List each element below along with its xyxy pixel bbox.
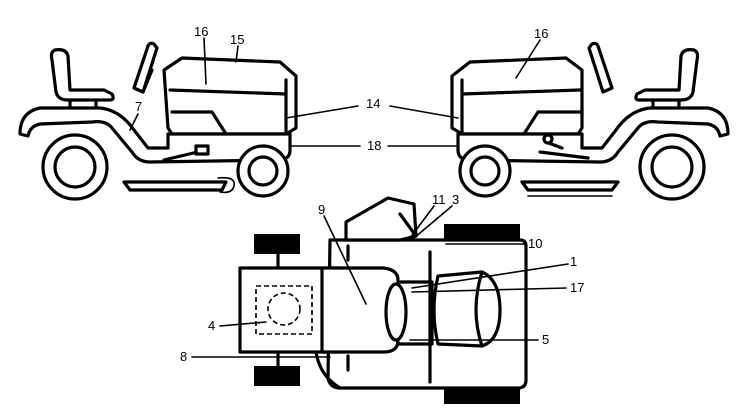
hood — [450, 56, 584, 136]
steering-wheel — [587, 41, 614, 94]
rear-tire-top — [254, 234, 300, 254]
mower-deck — [122, 180, 228, 192]
mower-right-side-view — [450, 41, 730, 201]
callout-1: 1 — [570, 254, 577, 269]
leader-lines — [129, 37, 569, 358]
callout-9: 9 — [318, 202, 325, 217]
callout-14: 14 — [366, 96, 380, 111]
callout-17: 17 — [570, 280, 584, 295]
seat — [49, 48, 115, 102]
callout-16-right: 16 — [534, 26, 548, 41]
callout-11: 11 — [432, 192, 446, 207]
mower-top-view — [238, 196, 528, 404]
callout-8: 8 — [180, 349, 187, 364]
callout-10: 10 — [528, 236, 542, 251]
seat — [634, 48, 700, 102]
callout-18: 18 — [367, 138, 381, 153]
callout-numbers: 16 15 7 14 18 16 9 11 3 10 1 17 5 4 8 — [135, 24, 584, 364]
callout-7: 7 — [135, 99, 142, 114]
rear-tire-bottom — [254, 366, 300, 386]
steering-wheel — [132, 41, 159, 94]
hood — [162, 56, 298, 136]
callout-16-left: 16 — [194, 24, 208, 39]
mower-left-side-view — [18, 41, 298, 201]
callout-4: 4 — [208, 318, 215, 333]
callout-5: 5 — [542, 332, 549, 347]
front-tire-top — [444, 224, 520, 240]
callout-3: 3 — [452, 192, 459, 207]
mower-deck — [520, 180, 620, 192]
front-tire-bottom — [444, 388, 520, 404]
callout-15: 15 — [230, 32, 244, 47]
